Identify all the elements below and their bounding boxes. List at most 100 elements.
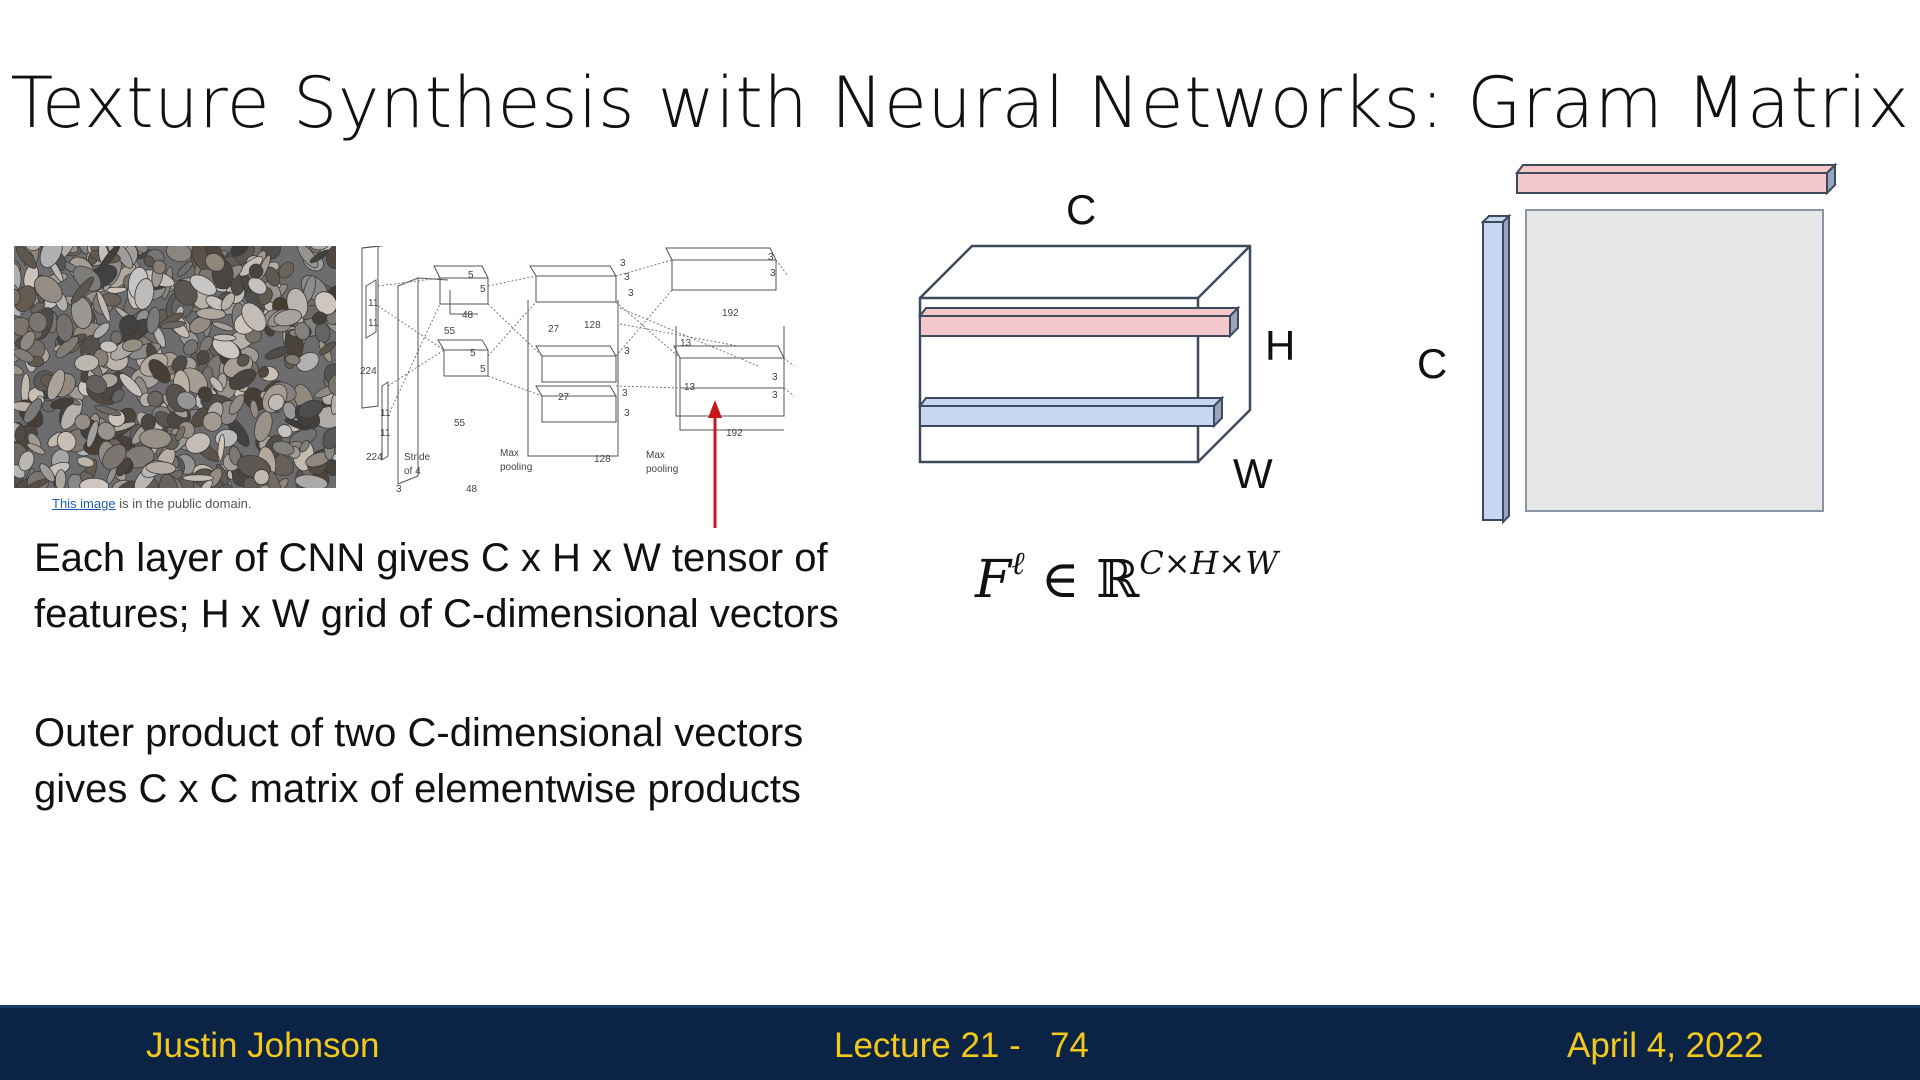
paragraph-line: Outer product of two C-dimensional vecto… [34,711,804,755]
pebble [264,346,290,360]
pebble [18,450,35,472]
image-source-link[interactable]: This image [52,496,116,511]
net-label: pooling [500,462,532,473]
formula-rel: ∈ ℝ [1040,550,1140,610]
pebble [196,307,227,320]
pebble [248,263,264,279]
pebble [56,431,77,452]
pebble [212,333,237,342]
pebble [177,261,193,277]
image-caption-text: is in the public domain. [115,496,252,511]
net-label: 5 [470,348,476,359]
feature-tensor-diagram [900,180,1340,500]
net-label: 192 [726,428,743,439]
net-label: 5 [480,284,486,295]
pebble [14,348,35,363]
pebble [98,246,121,272]
pebble [30,301,46,314]
pebble [327,373,336,397]
pebble [284,418,310,431]
pebble [139,428,172,449]
net-label: 11 [368,318,379,329]
pebble [34,275,63,303]
pebble [297,399,324,419]
gram-blue-column-vector [1480,213,1512,525]
pebble [16,246,37,269]
pebble [28,311,48,333]
formula-sup: ℓ [1011,544,1025,582]
net-label: 128 [594,454,611,465]
pebble [299,440,310,453]
net-label: 48 [462,310,474,321]
net-label: Max [500,448,519,459]
pebble [54,469,67,488]
pebble [185,432,211,454]
net-label: 27 [548,324,560,335]
footer-date: April 4, 2022 [1567,1026,1764,1065]
pebble [236,354,250,367]
pebble [152,259,167,275]
formula-dims: C×H×W [1139,544,1279,582]
net-label: 13 [680,338,692,349]
net-label: 128 [584,320,601,331]
pebble [46,368,66,401]
pebble [26,442,46,455]
tensor-label-c: C [1066,186,1097,233]
pebble [258,366,270,378]
gram-pink-row-vector [1515,162,1838,196]
pebble [308,246,331,251]
cnn-architecture-diagram: 5 5 48 5 5 11 11 224 55 55 11 11 224 3 4… [358,245,795,496]
pebble [189,274,217,296]
net-label: 11 [368,298,379,309]
pebble [85,374,107,395]
pebble [230,246,249,257]
pebble [254,411,273,442]
pebble [314,291,336,315]
pebble [14,298,22,317]
paragraph-outer-product: Outer product of two C-dimensional vecto… [34,705,803,817]
pebble [70,276,95,304]
formula-base: F [975,550,1012,610]
pebble [23,398,43,424]
pebble [278,261,295,279]
pebble [217,433,225,462]
pebble [55,336,79,359]
pebble [134,278,155,310]
pebble [110,480,136,488]
pebble [294,474,329,488]
red-arrow [708,400,722,528]
net-label: Max [646,450,665,461]
pebble [76,456,95,468]
pebble [209,376,224,393]
net-label: pooling [646,464,678,475]
pebble [249,399,259,419]
net-label: 11 [380,408,391,419]
pink-vector-bar [918,305,1241,339]
pebble [183,339,198,356]
pebble [196,350,210,365]
pebble [96,290,111,323]
image-caption: This image is in the public domain. [52,496,251,511]
pebble [14,288,21,306]
gram-matrix-square [1525,209,1824,512]
paragraph-line: gives C x C matrix of elementwise produc… [34,767,801,811]
input-layer-boxes [361,245,449,485]
pebble [229,368,257,391]
pebble [79,477,109,488]
pebble [309,249,330,264]
net-label: 192 [722,308,739,319]
net-label: 3 [770,268,776,279]
pebble [247,277,268,295]
pebble [97,422,116,441]
net-label: 11 [380,428,391,439]
net-label: 224 [366,452,383,463]
net-label: 5 [468,270,474,281]
gram-label-c: C [1417,340,1448,387]
pebble [330,391,336,416]
pebble [74,413,91,431]
net-label: Stride [404,452,431,463]
net-label: 3 [620,258,626,269]
net-label: 3 [622,388,628,399]
pebble [200,479,213,488]
footer-author: Justin Johnson [146,1026,380,1065]
